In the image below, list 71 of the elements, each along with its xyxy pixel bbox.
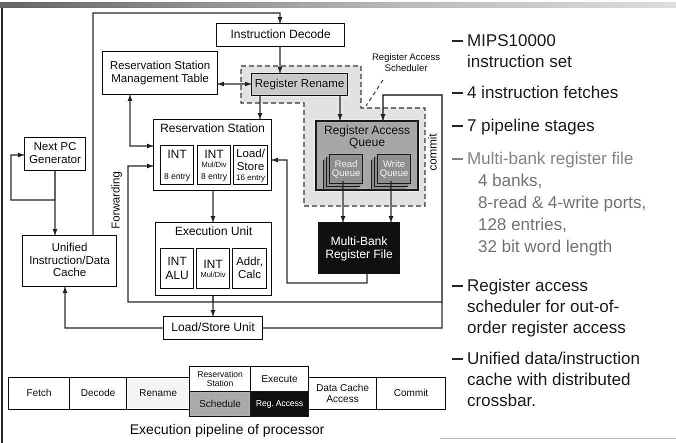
process-box: [163, 316, 263, 340]
box-label: Load/Store Unit: [171, 321, 255, 335]
bullet-subitem: 8-read & 4-write ports,: [478, 192, 648, 213]
bullet-text: MIPS10000 instruction set: [467, 30, 573, 72]
caption: Execution pipeline of processor: [128, 421, 326, 437]
box-label: Read Queue: [330, 160, 362, 178]
bullet-text: Register access scheduler for out-of-order register access: [467, 275, 627, 338]
edge-label: commit: [428, 133, 440, 171]
entry-box: [233, 145, 268, 185]
bullet-text: 7 pipeline stages: [467, 115, 596, 136]
process-box: [251, 73, 348, 96]
box-label: INT: [204, 148, 224, 162]
box-label: Reservation Station Management Table: [108, 60, 212, 86]
edge-label: Forwarding: [110, 171, 124, 229]
table-cell: Reg. Access: [250, 391, 309, 417]
process-box: [216, 23, 345, 47]
box-label: Instruction Decode: [230, 28, 331, 42]
entry-box: [160, 145, 194, 185]
box-label: Multi-Bank Register File: [324, 234, 394, 262]
bullet-subitem: 32 bit word length: [478, 236, 614, 257]
box-label: 8 entry: [164, 172, 190, 182]
arrow: [62, 287, 163, 329]
arrow: [340, 181, 346, 222]
arrow: [128, 95, 153, 148]
bullet-subitem: 128 entries,: [478, 214, 568, 235]
entry-box: [197, 145, 231, 185]
box-label: Write Queue: [378, 160, 410, 178]
register-file-box: [318, 222, 400, 274]
arrow: [218, 82, 251, 86]
table-cell: Commit: [376, 377, 446, 410]
table-box: [102, 51, 218, 95]
table-cell: Rename: [126, 377, 190, 410]
box-label: INT: [167, 148, 187, 162]
bullet-text: Unified data/instruction cache with distributed crossbar.: [467, 348, 641, 411]
box-label: Addr, Calc: [235, 256, 264, 282]
function-unit-box: [232, 248, 267, 289]
box-label: Unified Instruction/Data Cache: [28, 242, 111, 280]
table-cell: Data Cache Access: [308, 377, 377, 410]
box-label: Register Rename: [254, 78, 344, 91]
table-cell: Fetch: [8, 377, 70, 410]
cache-box: [22, 235, 117, 287]
box-label: Load/ Store: [235, 148, 266, 174]
queue-box: [315, 120, 419, 191]
box-title: Execution Unit: [174, 225, 252, 238]
box-title: Register Access Queue: [322, 124, 412, 148]
arrow: [388, 181, 394, 222]
arrow: [10, 152, 56, 201]
arrow: [258, 96, 262, 119]
function-unit-box: [160, 248, 194, 289]
arrow: [272, 158, 368, 284]
box-label: INT: [203, 258, 223, 272]
unit-box: [155, 222, 272, 296]
table-cell: Decode: [69, 377, 127, 410]
bullet-text: Multi-bank register file: [467, 148, 634, 169]
arrow: [278, 47, 282, 73]
box-label: 8 entry: [201, 172, 227, 182]
box-label: 16 entry: [236, 174, 265, 183]
box-label: INT ALU: [164, 255, 190, 282]
unit-box: [153, 119, 272, 191]
table-cell: Schedule: [189, 391, 251, 417]
arrow: [338, 96, 342, 120]
bullet-text: 4 instruction fetches: [467, 82, 620, 103]
bullet-subitem: 4 banks,: [478, 170, 544, 191]
arrow: [127, 164, 214, 303]
arrow: [210, 191, 216, 222]
box-label: Next PC Generator: [28, 141, 82, 167]
function-unit-box: [196, 248, 230, 289]
region-title: Register Access Scheduler: [370, 52, 442, 74]
box-title: Reservation Station: [160, 122, 265, 136]
arrow: [92, 12, 282, 235]
arrow: [263, 94, 443, 329]
